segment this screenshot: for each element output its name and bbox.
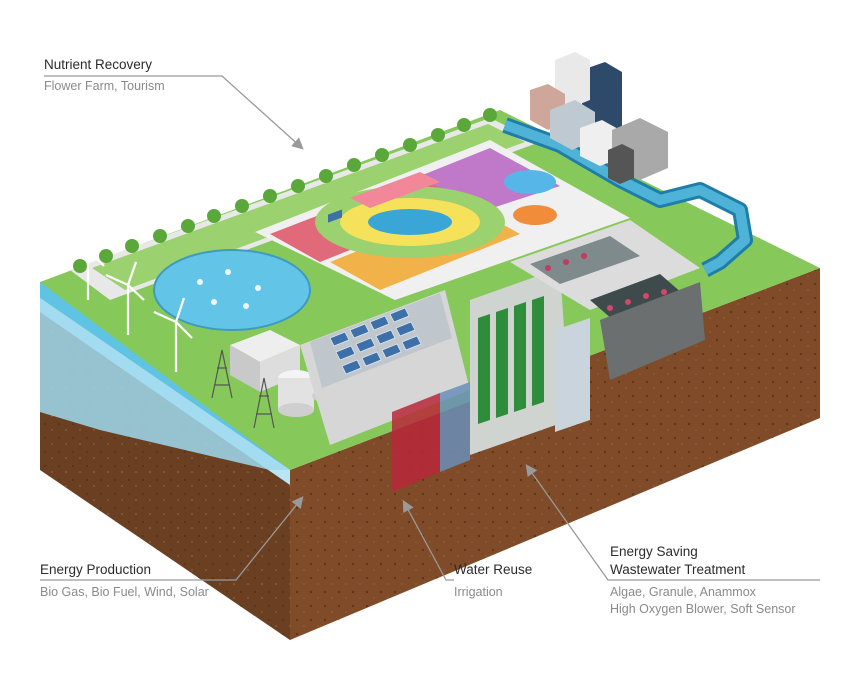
- callout-water-title: Water Reuse: [454, 562, 533, 577]
- callout-nutrient-subtitle: Flower Farm, Tourism: [44, 79, 165, 93]
- callout-water-subtitle: Irrigation: [454, 585, 503, 599]
- leader-saving: [525, 464, 820, 581]
- treatment-tanks: [510, 220, 705, 380]
- callout-nutrient-recovery: Nutrient Recovery Flower Farm, Tourism: [44, 56, 165, 95]
- leader-nutrient: [44, 75, 304, 150]
- callout-energy-saving: Energy Saving Wastewater Treatment Algae…: [610, 543, 796, 618]
- callout-saving-subtitle-line1: Algae, Granule, Anammox: [610, 585, 756, 599]
- leader-energy: [40, 496, 304, 581]
- tree-row: [73, 108, 497, 273]
- callout-leaders: [40, 75, 820, 581]
- callout-energy-subtitle: Bio Gas, Bio Fuel, Wind, Solar: [40, 585, 209, 599]
- city-buildings: [530, 52, 668, 184]
- ground-surface: [40, 110, 820, 470]
- canal: [502, 117, 753, 278]
- leader-water: [402, 499, 454, 581]
- callout-energy-title: Energy Production: [40, 562, 152, 577]
- callout-saving-title-line1: Energy Saving: [610, 544, 698, 559]
- callout-nutrient-title: Nutrient Recovery: [44, 57, 153, 72]
- callout-saving-title-line2: Wastewater Treatment: [610, 562, 746, 577]
- wind-turbines: [65, 225, 193, 372]
- callout-energy-production: Energy Production Bio Gas, Bio Fuel, Win…: [40, 561, 209, 601]
- callout-water-reuse: Water Reuse Irrigation: [454, 561, 532, 601]
- callout-saving-subtitle-line2: High Oxygen Blower, Soft Sensor: [610, 602, 796, 616]
- solar-building: [300, 209, 470, 492]
- algae-reactor-hall: [470, 268, 590, 455]
- pond: [153, 249, 311, 331]
- flower-farm: [255, 140, 630, 300]
